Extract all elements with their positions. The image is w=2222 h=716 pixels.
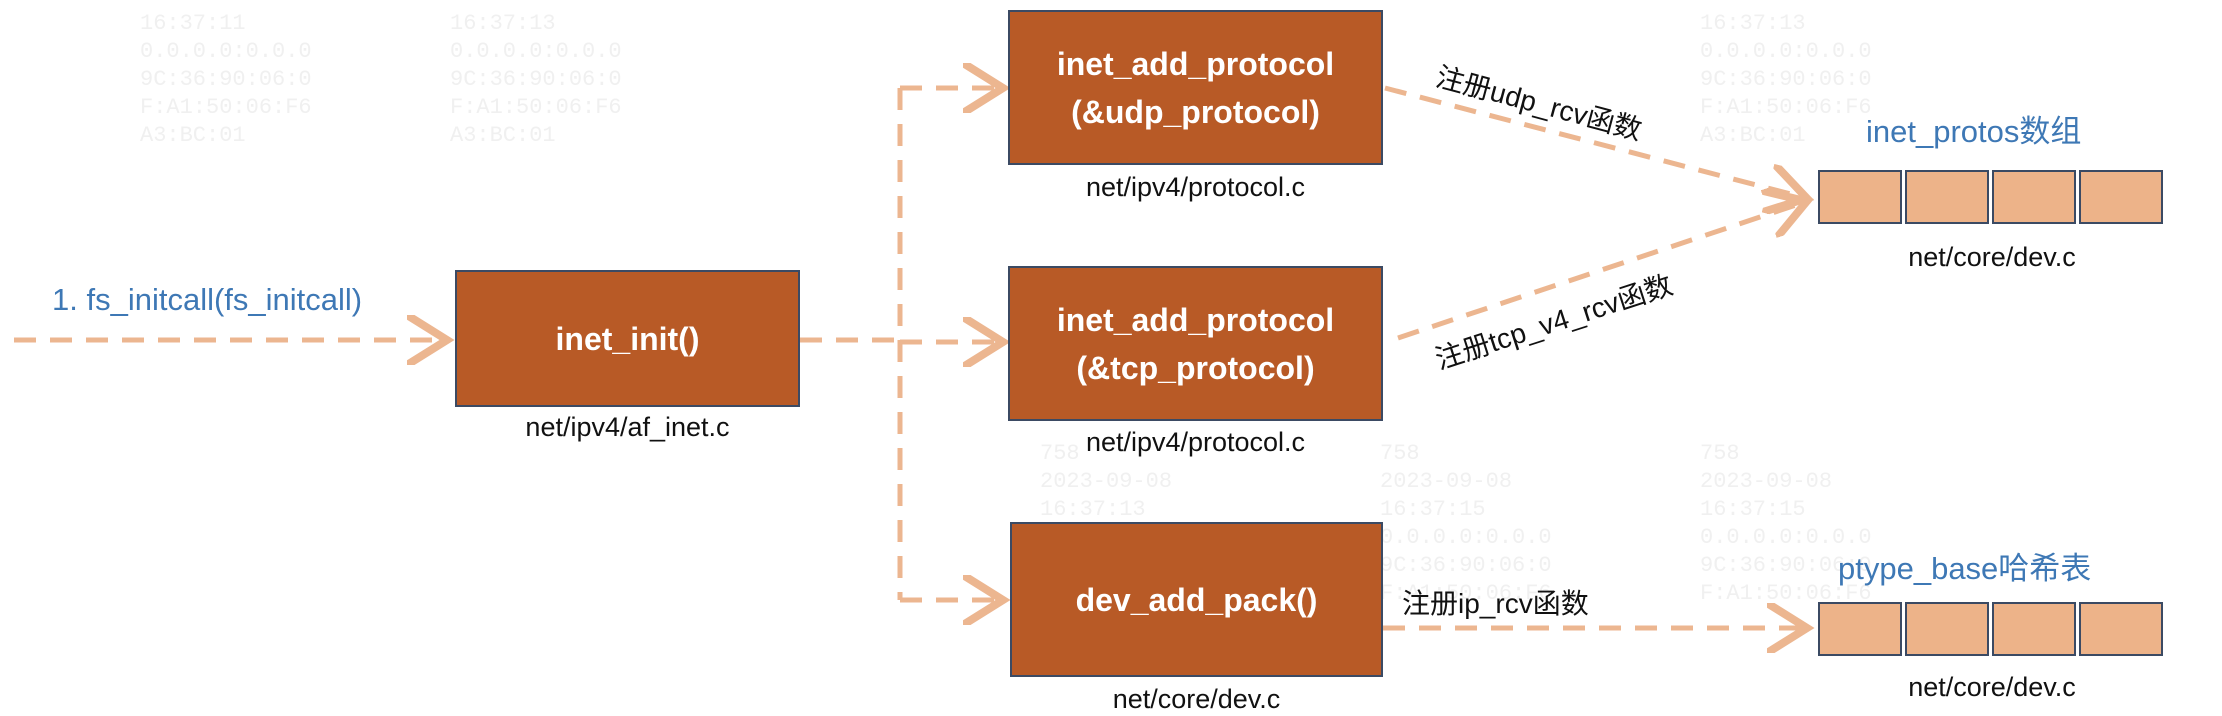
add-udp-file: net/ipv4/protocol.c [1085,172,1306,202]
inet-protos-file: net/core/dev.c [1908,242,2076,272]
inet-protos-array [1818,170,2166,224]
array-cell [1905,602,1989,656]
dev-add-pack-label: dev_add_pack() [1075,581,1318,618]
array-cell [1905,170,1989,224]
add-udp-line2: (&udp_protocol) [1071,93,1320,130]
add-tcp-protocol-box[interactable]: inet_add_protocol (&tcp_protocol) [1008,266,1383,421]
ptype-base-array [1818,602,2166,656]
edge-label-ip: 注册ip_rcv函数 [1402,588,1589,619]
inet-init-file: net/ipv4/af_inet.c [525,412,730,442]
add-tcp-line2: (&tcp_protocol) [1076,349,1315,386]
ptype-base-file: net/core/dev.c [1908,672,2076,702]
dev-add-pack-file: net/core/dev.c [1112,684,1281,714]
inet-init-box[interactable]: inet_init() [455,270,800,407]
array-cell [2079,170,2163,224]
inet-protos-title: inet_protos数组 [1866,114,2082,149]
array-cell [1992,170,2076,224]
array-cell [1818,170,1902,224]
array-cell [1818,602,1902,656]
array-cell [1992,602,2076,656]
add-udp-protocol-box[interactable]: inet_add_protocol (&udp_protocol) [1008,10,1383,165]
entry-label: 1. fs_initcall(fs_initcall) [52,282,363,317]
ptype-base-title: ptype_base哈希表 [1838,551,2092,586]
dev-add-pack-box[interactable]: dev_add_pack() [1010,522,1383,677]
add-udp-line1: inet_add_protocol [1056,45,1335,82]
add-tcp-line1: inet_add_protocol [1056,301,1335,338]
array-cell [2079,602,2163,656]
inet-init-label: inet_init() [555,320,700,357]
add-tcp-file: net/ipv4/protocol.c [1085,427,1306,457]
